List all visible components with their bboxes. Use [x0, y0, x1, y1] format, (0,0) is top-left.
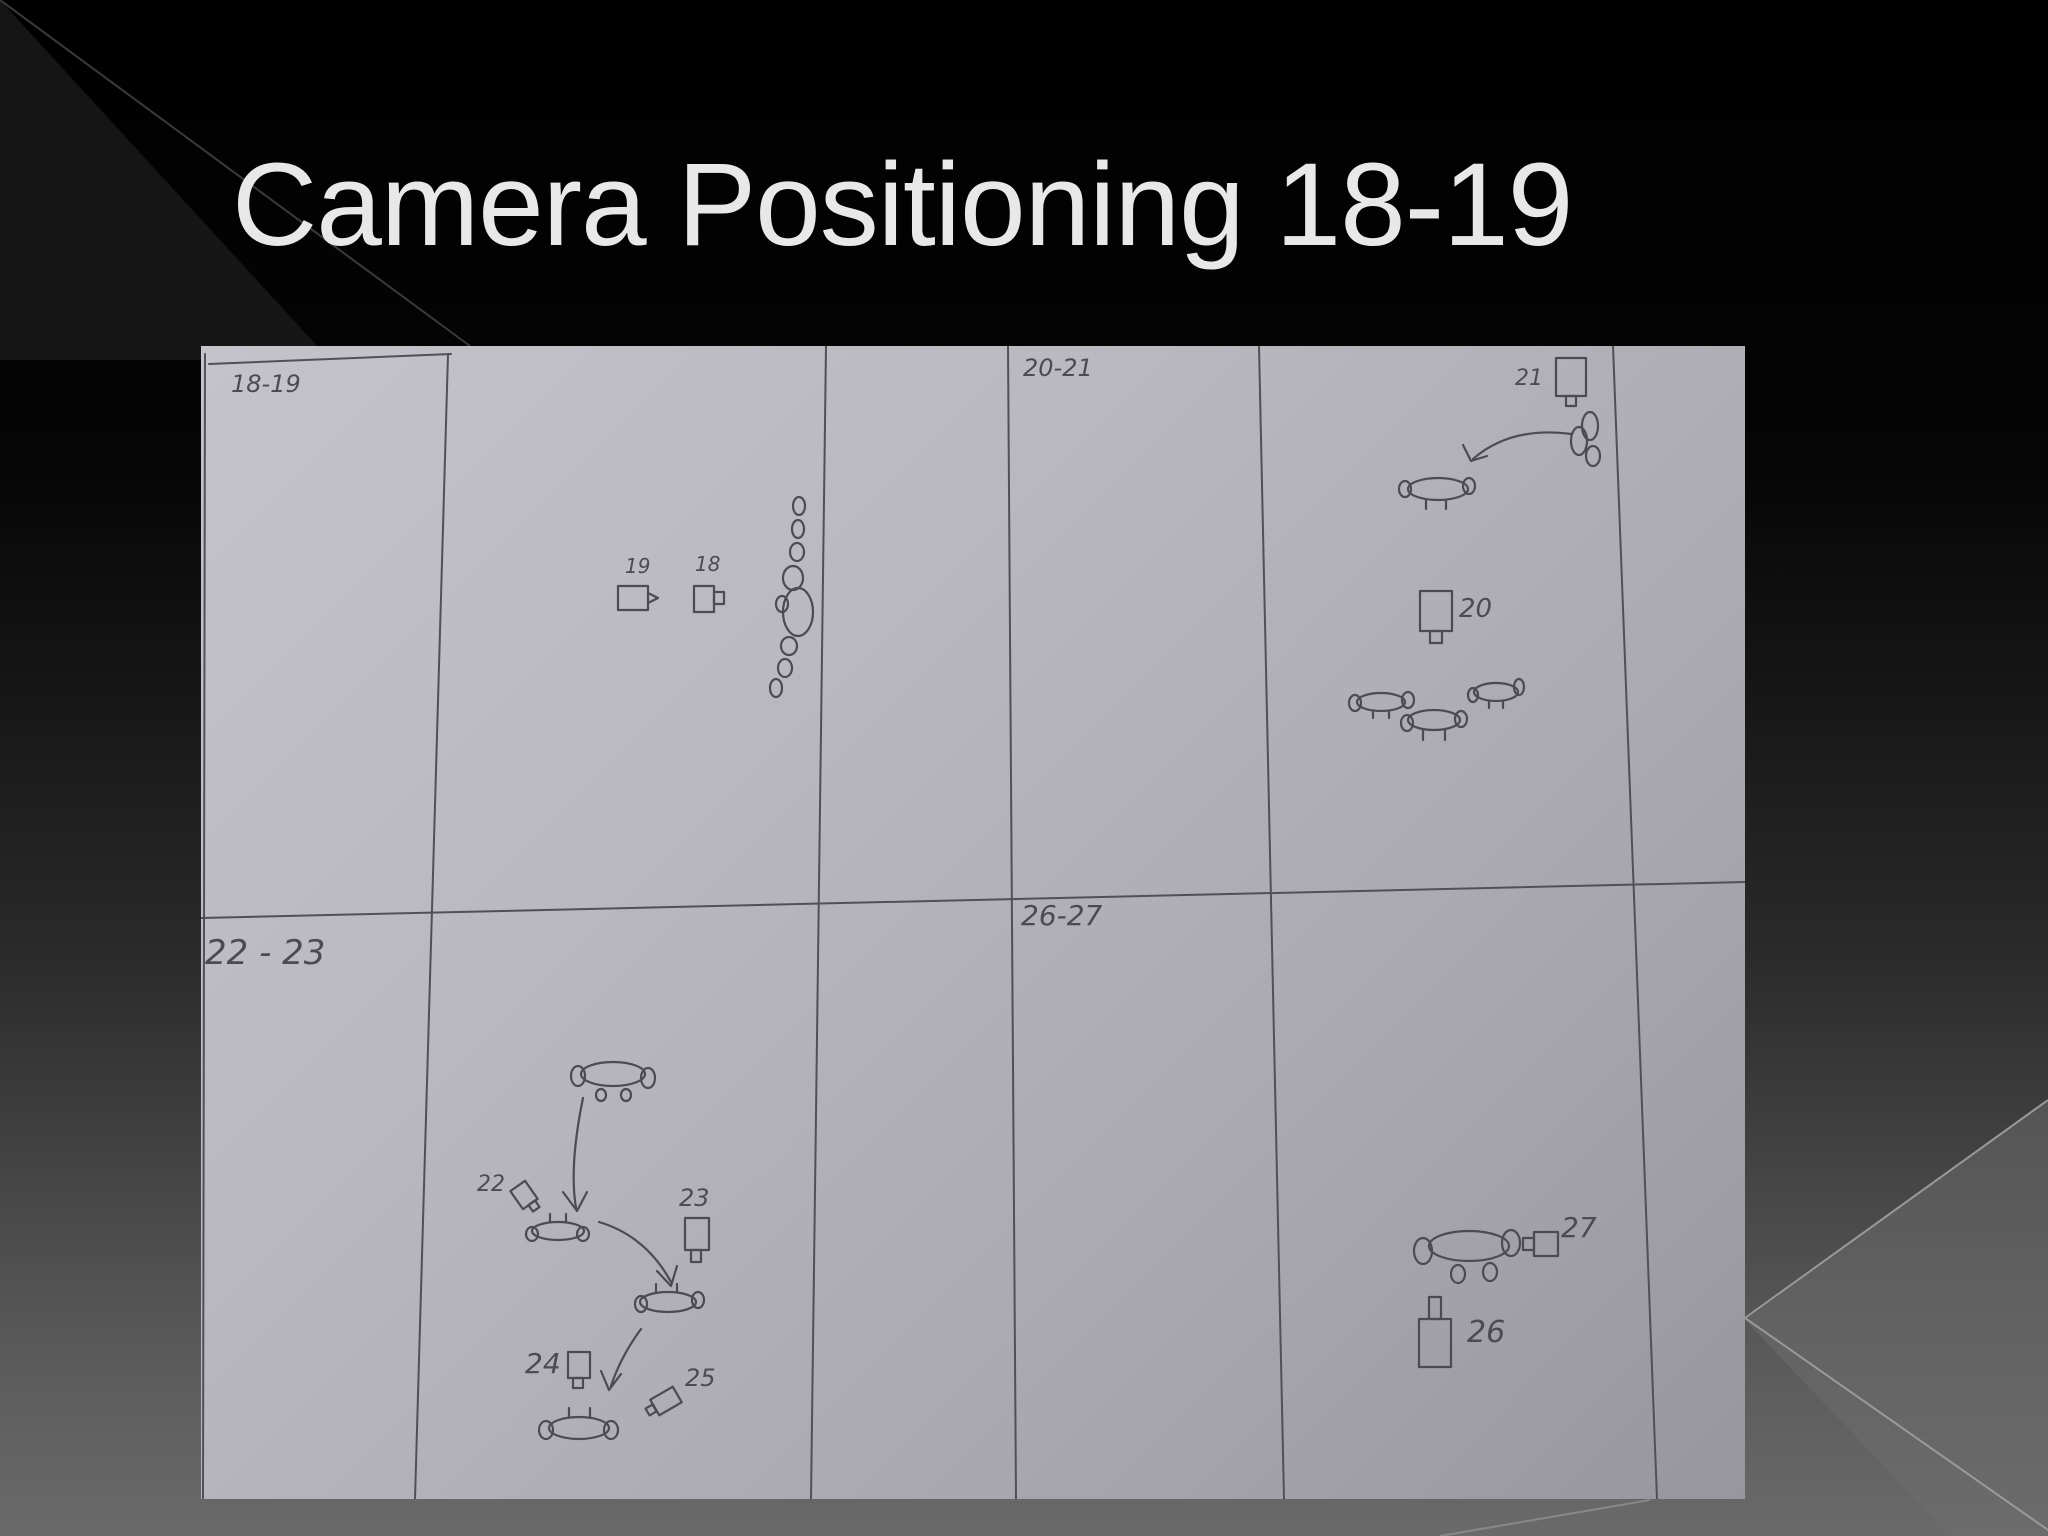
figure-lying-icon [1347, 690, 1416, 720]
figure-top-icon [569, 1060, 657, 1103]
arrowhead-icon [561, 1190, 589, 1213]
shot-number-19: 19 [625, 554, 651, 578]
shot-number-18: 18 [695, 552, 721, 576]
background-corner-shape [1745, 1100, 2048, 1536]
shot-number-23: 23 [679, 1184, 710, 1212]
camera-22-icon [509, 1179, 541, 1213]
movement-arrow-icon [609, 1327, 643, 1388]
shot-number-20: 20 [1459, 594, 1493, 624]
background-line [1744, 1099, 2048, 1319]
grid-line [208, 353, 452, 365]
shot-number-25: 25 [685, 1364, 716, 1392]
panel-label-bottom-left: 22 - 23 [205, 933, 326, 973]
grid-line [1258, 346, 1285, 1499]
arrowhead-icon [655, 1264, 679, 1288]
panel-label-bottom-right: 26-27 [1021, 899, 1103, 932]
shot-number-24: 24 [525, 1347, 561, 1380]
arrowhead-icon [599, 1369, 623, 1392]
movement-arrow-icon [572, 1096, 585, 1210]
figure-lying-icon [524, 1212, 591, 1243]
arrowhead-icon [1461, 443, 1489, 463]
grid-line [1007, 346, 1017, 1499]
background-line [1744, 1317, 2048, 1531]
figure-lying-icon [1412, 1228, 1522, 1285]
movement-arrow-icon [597, 1220, 673, 1284]
camera-25-icon [644, 1385, 683, 1417]
shot-number-22: 22 [477, 1172, 505, 1197]
figure-lying-icon [537, 1406, 620, 1441]
camera-21-icon [1554, 356, 1588, 408]
camera-18-icon [692, 584, 726, 614]
storyboard-sketch [201, 346, 1745, 1499]
panel-label-top-left: 18-19 [231, 370, 301, 398]
panel-grid [201, 346, 1745, 1499]
slide-title: Camera Positioning 18-19 [232, 139, 1573, 271]
shot-number-21: 21 [1515, 366, 1543, 391]
grid-line [202, 353, 206, 1499]
camera-20-icon [1418, 589, 1454, 645]
figure-lying-icon [633, 1282, 706, 1314]
camera-24-icon [566, 1350, 592, 1390]
figure-lying-icon [1397, 476, 1477, 511]
figure-lying-icon [1466, 677, 1526, 710]
movement-arrow-icon [1471, 431, 1573, 461]
figure-lying-icon [1399, 708, 1469, 742]
camera-27-icon [1521, 1230, 1560, 1258]
figure-group-icon [1569, 410, 1602, 468]
background-line [0, 0, 471, 347]
camera-26-icon [1417, 1295, 1453, 1369]
background-line [1439, 1499, 1651, 1536]
camera-23-icon [683, 1216, 711, 1264]
standing-figures-icon [768, 495, 815, 699]
shot-number-27: 27 [1561, 1211, 1597, 1244]
storyboard-photo: 18-19 20-21 22 - 23 26-27 19 18 21 20 22… [201, 346, 1745, 1499]
grid-line [810, 346, 827, 1499]
grid-line [201, 881, 1745, 919]
panel-label-top-right: 20-21 [1023, 354, 1093, 382]
grid-line [414, 353, 449, 1499]
shot-number-26: 26 [1467, 1315, 1506, 1350]
background-corner-shape [0, 0, 330, 360]
camera-19-icon [616, 584, 660, 612]
grid-line [1612, 346, 1658, 1499]
